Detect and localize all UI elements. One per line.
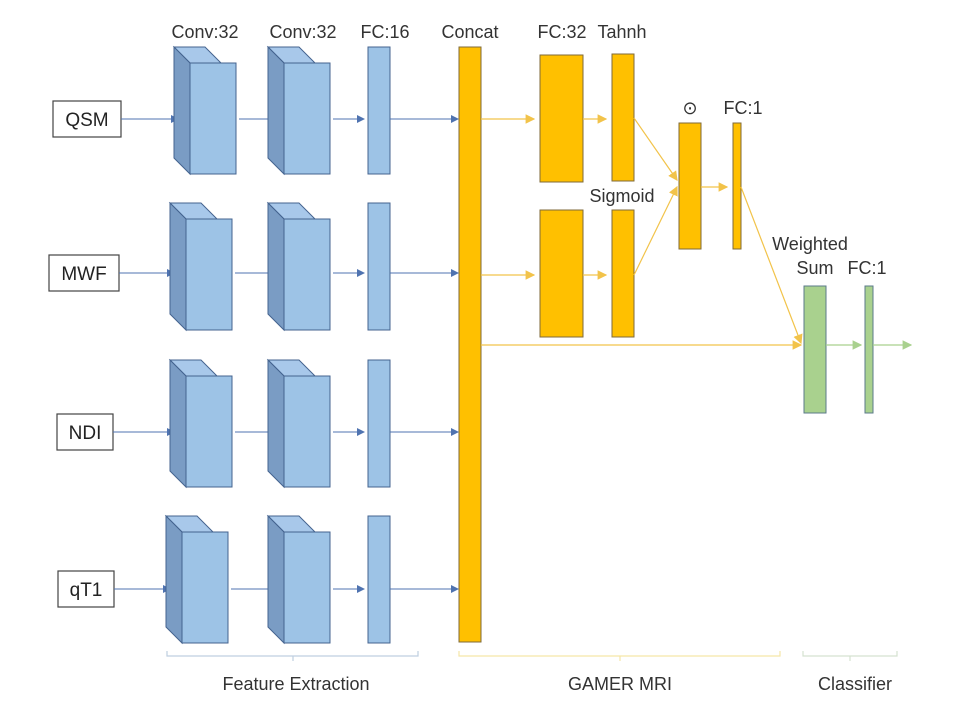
input-box [48, 254, 120, 292]
classifier-label: Classifier [818, 674, 892, 694]
fc32-tanh-layer [539, 54, 584, 183]
input-box [57, 570, 115, 608]
input-row-mwf: MWF [48, 201, 459, 332]
conv2-block-front-face [283, 62, 331, 175]
tanh-layer [611, 53, 635, 182]
gamer-mri-label: GAMER MRI [568, 674, 672, 694]
weighted-sum-layer [803, 285, 827, 414]
input-label: MWF [61, 264, 106, 285]
fc1-out-label: FC:1 [847, 258, 886, 278]
arrow-sigmoid-to-hadamard [633, 185, 678, 276]
conv1-block-front-face [185, 218, 233, 331]
feature-extraction-label: Feature Extraction [222, 674, 369, 694]
conv1-block-side-face [169, 358, 187, 489]
hadamard-layer [678, 122, 702, 250]
conv2-block [266, 45, 331, 176]
tanh-label: Tahnh [597, 22, 646, 42]
fc1-output-layer [864, 285, 874, 414]
input-label: NDI [69, 423, 102, 444]
conv2-block-front-face [283, 218, 331, 331]
hadamard-label: ⊙ [682, 98, 697, 118]
fc16-layer [367, 202, 391, 331]
fc16-layer [367, 359, 391, 488]
weighted-label: Weighted [772, 234, 848, 254]
conv1-block-side-face [169, 201, 187, 332]
conv2-block [266, 514, 331, 645]
conv1-block [164, 514, 229, 645]
concat-label: Concat [441, 22, 498, 42]
feature-extraction-rows: QSM MWF NDI qT1 [48, 45, 459, 645]
input-label: qT1 [70, 580, 103, 601]
fc1-attention-layer [732, 122, 742, 250]
sigmoid-layer [611, 209, 635, 338]
conv1-block [168, 201, 233, 332]
conv1-block [168, 358, 233, 489]
sum-label: Sum [796, 258, 833, 278]
input-label: QSM [65, 110, 108, 131]
conv2-block-front-face [283, 531, 331, 644]
conv2-block-side-face [267, 514, 285, 645]
fc16-label: FC:16 [360, 22, 409, 42]
conv1-block-front-face [181, 531, 229, 644]
concat-layer [458, 46, 482, 643]
conv1-label: Conv:32 [171, 22, 238, 42]
gamer-mri-bracket [458, 651, 781, 661]
conv1-block-side-face [165, 514, 183, 645]
conv1-block [172, 45, 237, 176]
input-row-qt1: qT1 [57, 514, 459, 645]
input-row-qsm: QSM [52, 45, 459, 176]
fc32-sigmoid-layer [539, 209, 584, 338]
arrow-tanh-to-hadamard [633, 117, 678, 181]
conv2-block-side-face [267, 45, 285, 176]
conv1-block-front-face [185, 375, 233, 488]
sigmoid-label: Sigmoid [589, 186, 654, 206]
classifier-bracket [802, 651, 898, 661]
fc32-label: FC:32 [537, 22, 586, 42]
input-box [56, 413, 114, 451]
conv2-block-side-face [267, 358, 285, 489]
conv2-block [266, 358, 331, 489]
conv2-block-side-face [267, 201, 285, 332]
input-row-ndi: NDI [56, 358, 459, 489]
fc1-attn-label: FC:1 [723, 98, 762, 118]
conv1-block-side-face [173, 45, 191, 176]
input-box [52, 100, 122, 138]
fc16-layer [367, 46, 391, 175]
conv2-block [266, 201, 331, 332]
fc16-layer [367, 515, 391, 644]
feature-extraction-bracket [166, 651, 419, 661]
conv2-label: Conv:32 [269, 22, 336, 42]
conv1-block-front-face [189, 62, 237, 175]
conv2-block-front-face [283, 375, 331, 488]
arrow-fc1-to-weighted-sum [740, 186, 803, 345]
